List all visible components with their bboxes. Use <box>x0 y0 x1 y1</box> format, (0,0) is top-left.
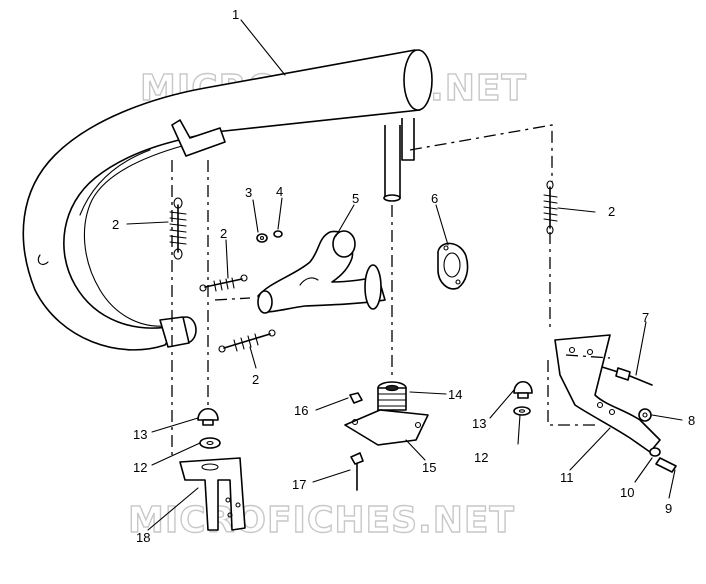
y-pipe-part-5 <box>257 230 386 314</box>
grommet-part-13-right <box>513 380 533 399</box>
callout-6: 6 <box>431 191 438 206</box>
muffler-part-1 <box>22 49 433 351</box>
nut-part-16 <box>349 392 363 404</box>
callout-2-c: 2 <box>252 372 259 387</box>
callout-7: 7 <box>642 310 649 325</box>
spring-part-2-d <box>543 180 558 235</box>
callout-9: 9 <box>665 501 672 516</box>
bolt-part-17 <box>350 452 364 491</box>
washer-part-4 <box>273 230 283 238</box>
callout-16: 16 <box>294 403 308 418</box>
callout-15: 15 <box>422 460 436 475</box>
callout-2-a: 2 <box>112 217 119 232</box>
watermark-bottom: MICROFICHES.NET <box>128 500 515 541</box>
bracket-part-11 <box>554 334 661 453</box>
callout-13-left: 13 <box>133 427 147 442</box>
callout-1: 1 <box>232 7 239 22</box>
bracket-part-18 <box>179 457 246 531</box>
nut-part-8 <box>638 408 652 422</box>
callout-3: 3 <box>245 185 252 200</box>
callout-14: 14 <box>448 387 462 402</box>
callout-18: 18 <box>136 530 150 545</box>
washer-part-12-right <box>513 406 531 416</box>
callout-13-right: 13 <box>472 416 486 431</box>
leader-lines <box>126 19 683 531</box>
callout-12-left: 12 <box>133 460 147 475</box>
mount-plate-part-15 <box>344 409 429 446</box>
spring-part-2-a <box>169 197 187 260</box>
callout-4: 4 <box>276 184 283 199</box>
callout-8: 8 <box>688 413 695 428</box>
callout-2-b: 2 <box>220 226 227 241</box>
spacer-part-10 <box>649 447 661 457</box>
nut-part-3 <box>256 233 268 243</box>
grommet-part-13-left <box>197 407 219 426</box>
callout-10: 10 <box>620 485 634 500</box>
callout-12-right: 12 <box>474 450 488 465</box>
callout-17: 17 <box>292 477 306 492</box>
isolator-part-14 <box>377 381 407 411</box>
gasket-part-6 <box>437 242 469 290</box>
screw-part-9 <box>655 457 677 473</box>
assembly-lines <box>171 124 611 460</box>
callout-5: 5 <box>352 191 359 206</box>
washer-part-12-left <box>199 437 221 449</box>
spring-part-2-b <box>199 274 248 292</box>
callout-11: 11 <box>560 470 574 485</box>
spring-part-2-c <box>218 329 276 353</box>
callout-labels: 1 2 2 2 2 3 4 5 6 7 8 9 10 11 12 12 13 1… <box>112 7 695 545</box>
callout-2-d: 2 <box>608 204 615 219</box>
